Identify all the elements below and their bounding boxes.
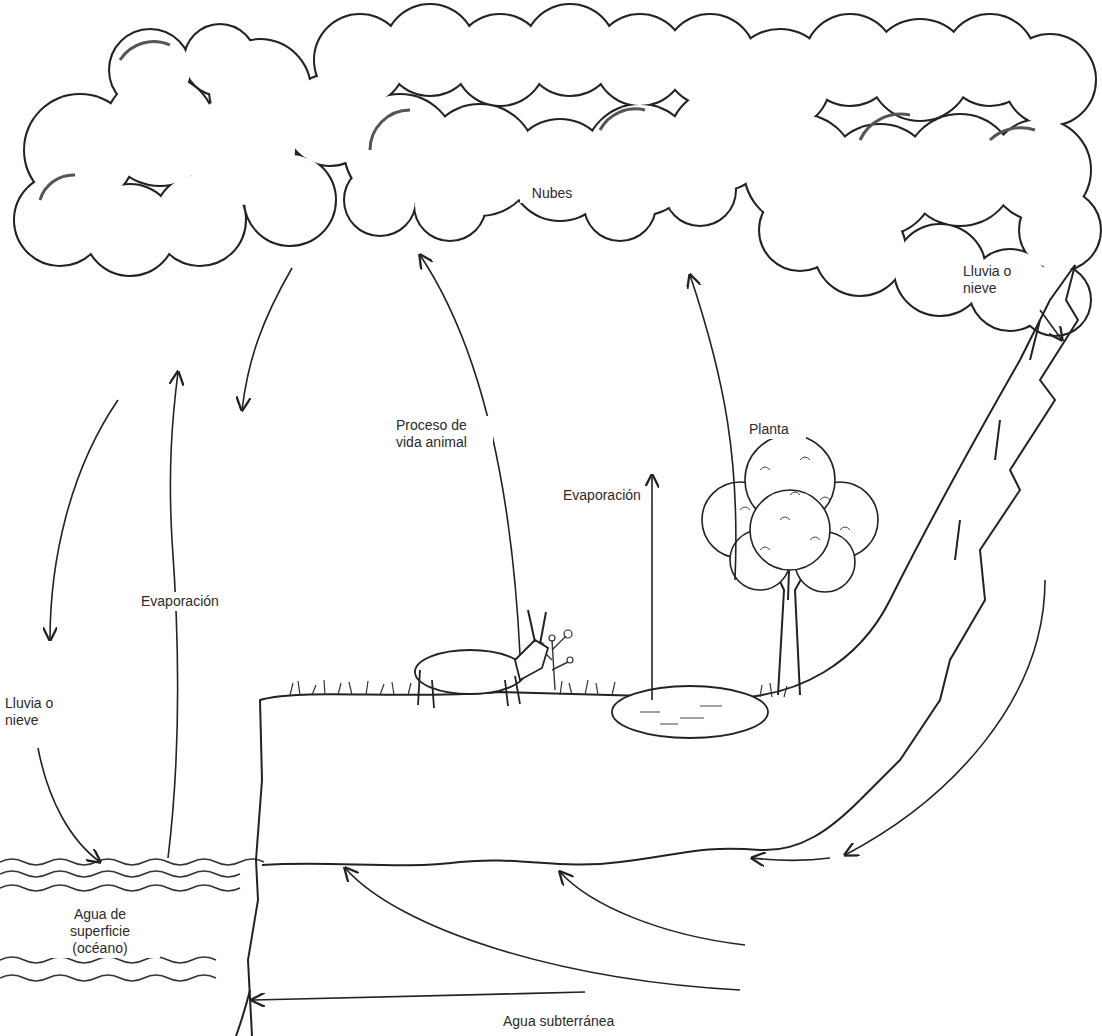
precipitation-label: Lluvia o nieve <box>960 262 1040 298</box>
precipitation-label: Lluvia o nieve <box>2 694 82 730</box>
evaporation-label: Evaporación <box>560 486 648 505</box>
evaporation-label: Evaporación <box>138 592 230 611</box>
process-label: Proceso de vida animal <box>393 416 493 452</box>
cloud-label: Nubes <box>520 184 584 203</box>
ocean-label: Agua de superficie (océano) <box>40 905 160 958</box>
groundwater-label: Agua subterránea <box>500 1012 650 1031</box>
plant-label: Planta <box>746 420 806 439</box>
